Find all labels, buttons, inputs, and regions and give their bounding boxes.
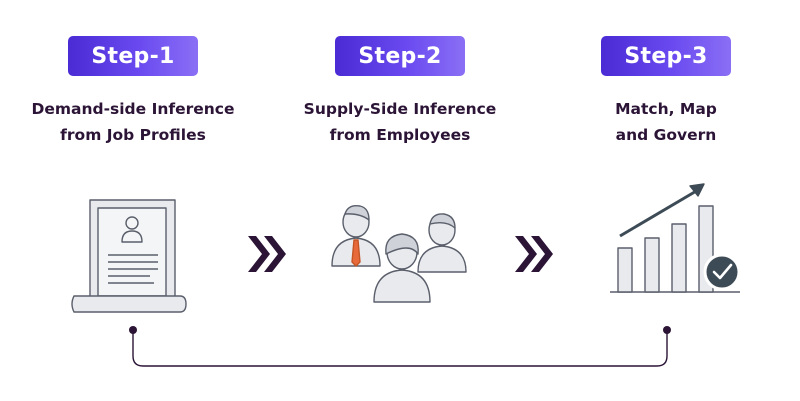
connector-dot-right	[663, 326, 671, 334]
step-3-title: Match, Map and Govern	[615, 100, 717, 144]
step-1-title: Demand-side Inference from Job Profiles	[31, 100, 235, 144]
chevron-right-icon	[515, 236, 553, 272]
connector-dot-left	[129, 326, 137, 334]
employee-group-icon	[331, 204, 467, 303]
step-3-badge: Step-3	[601, 36, 731, 76]
step-2-title: Supply-Side Inference from Employees	[303, 100, 497, 144]
step-1-badge: Step-1	[68, 36, 198, 76]
feedback-connector	[132, 330, 668, 367]
growth-chart-check-icon	[610, 183, 741, 293]
step-2-badge: Step-2	[335, 36, 465, 76]
job-profile-document-icon	[71, 199, 187, 313]
chevron-right-icon	[248, 236, 286, 272]
